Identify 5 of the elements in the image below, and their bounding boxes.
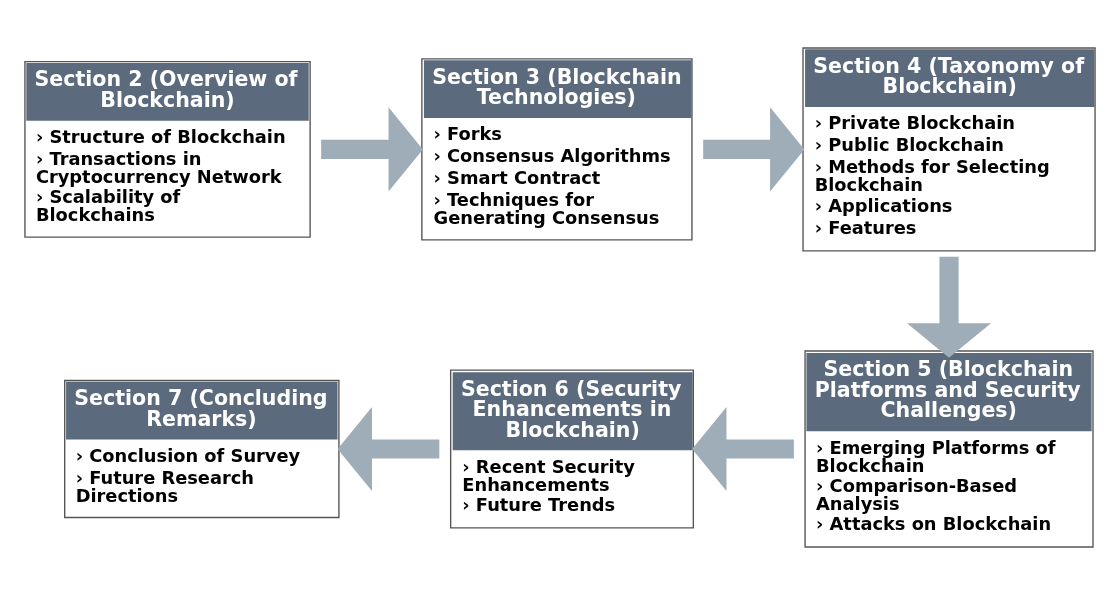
arrow [337, 406, 440, 492]
arrow [703, 107, 805, 192]
arrow [321, 107, 423, 192]
arrow [907, 256, 992, 358]
arrow [692, 406, 794, 492]
